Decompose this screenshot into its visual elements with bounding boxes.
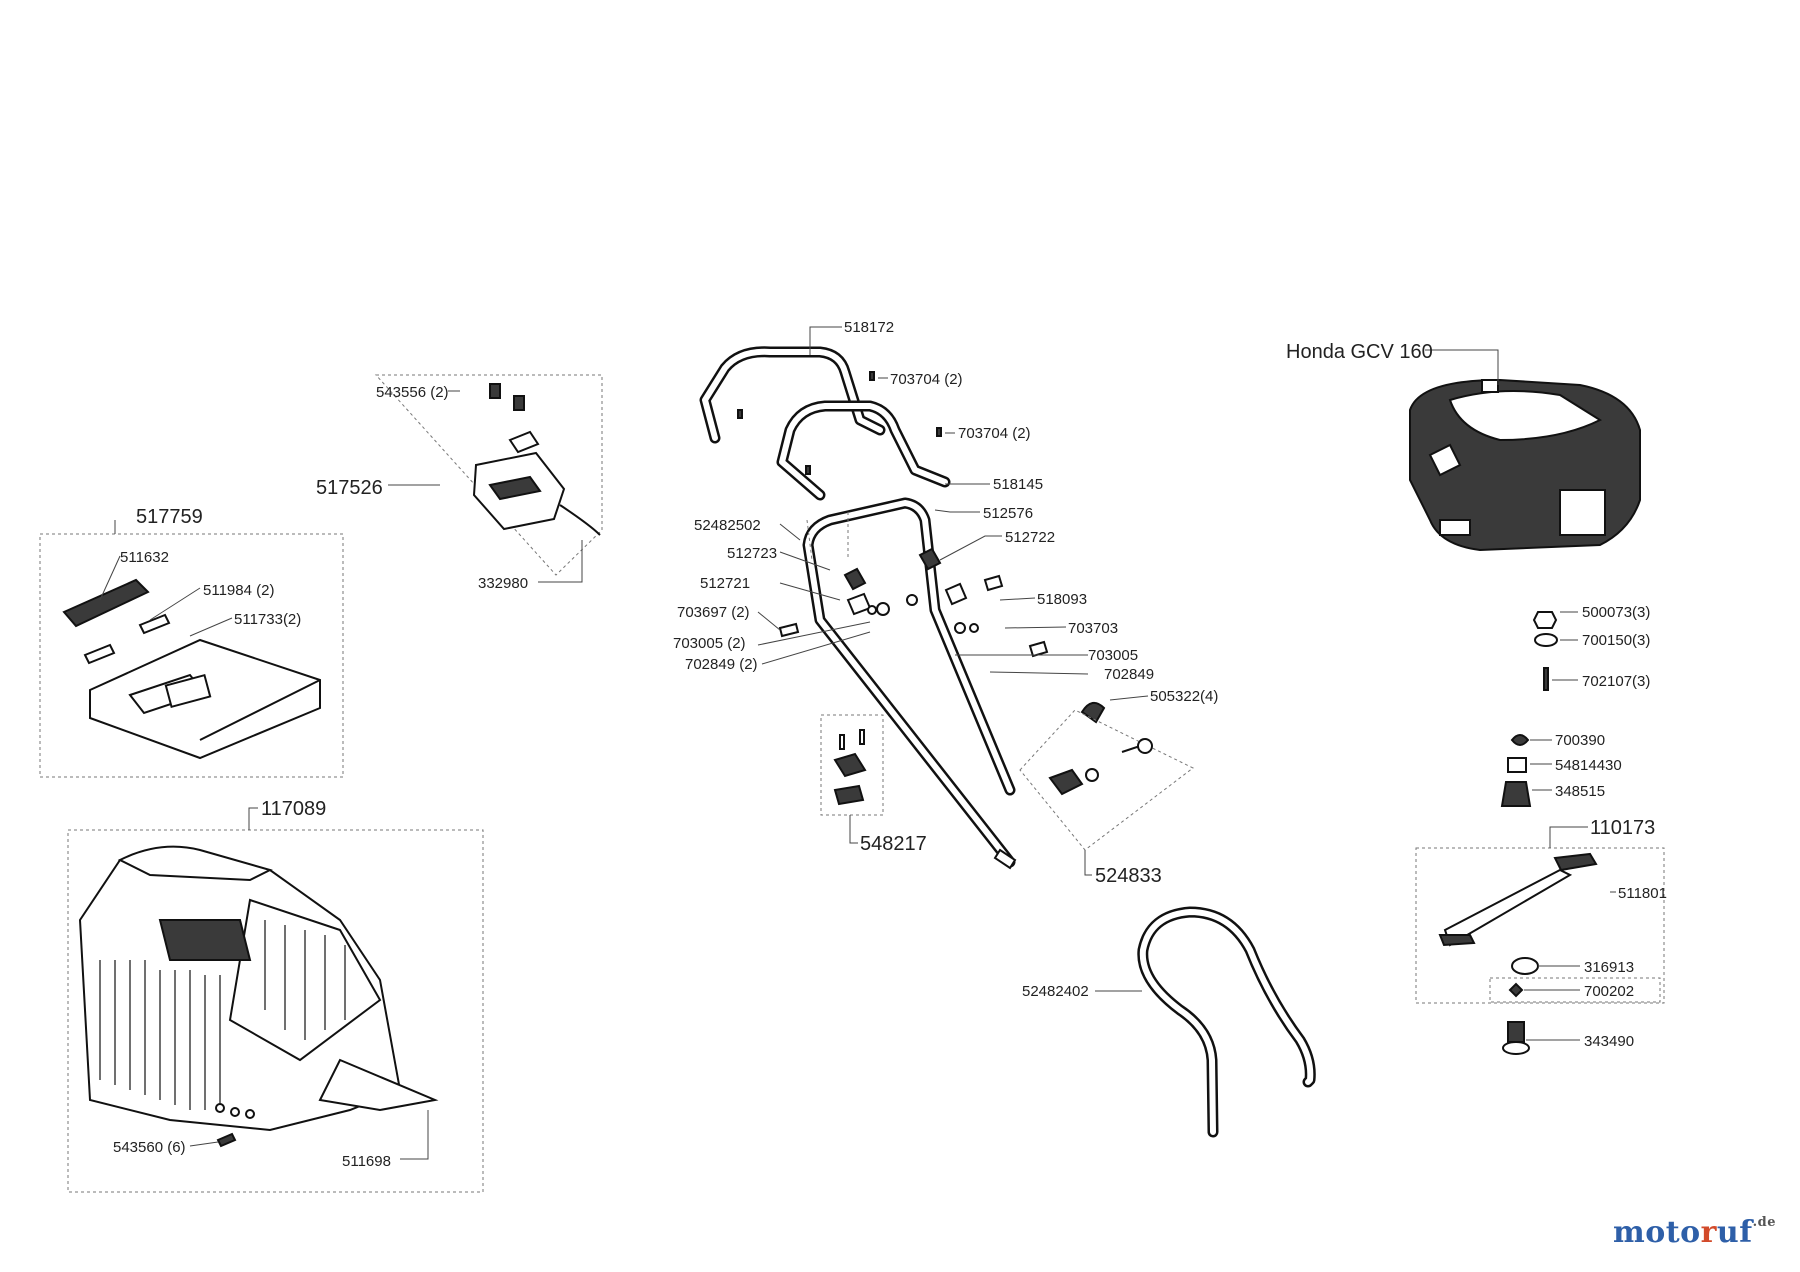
clamp-levers: [778, 547, 1106, 724]
label-703704-b: 703704 (2): [958, 425, 1031, 442]
label-518145: 518145: [993, 476, 1043, 493]
lower-handle-52482402: [1137, 906, 1316, 1138]
label-703005-a: 703005 (2): [673, 635, 746, 652]
label-343490: 343490: [1584, 1033, 1634, 1050]
label-110173: 110173: [1590, 817, 1655, 839]
catcher-cover-517759: [39, 533, 344, 778]
label-512723: 512723: [727, 545, 777, 562]
handle-clamp-kit-548217: [820, 714, 884, 816]
label-52482502: 52482502: [694, 517, 761, 534]
label-543560: 543560 (6): [113, 1139, 186, 1156]
label-512721: 512721: [700, 575, 750, 592]
label-52482402: 52482402: [1022, 983, 1089, 1000]
label-117089: 117089: [261, 798, 326, 820]
part-number-labels: 518172 703704 (2) 703704 (2) 518145 5125…: [113, 319, 1667, 1170]
watermark-part-1: moto: [1612, 1215, 1701, 1250]
label-700202: 700202: [1584, 983, 1634, 1000]
label-703005-b: 703005: [1088, 647, 1138, 664]
label-700390: 700390: [1555, 732, 1605, 749]
label-702849-b: 702849: [1104, 666, 1154, 683]
label-511733: 511733(2): [234, 611, 301, 628]
label-505322: 505322(4): [1150, 688, 1218, 705]
label-54814430: 54814430: [1555, 757, 1622, 774]
label-512722: 512722: [1005, 529, 1055, 546]
label-316913: 316913: [1584, 959, 1634, 976]
watermark-part-3: uf: [1716, 1215, 1753, 1250]
label-518093: 518093: [1037, 591, 1087, 608]
label-348515: 348515: [1555, 783, 1605, 800]
engine-mount-parts: [1500, 611, 1558, 807]
blade-assembly-110173: [1415, 847, 1665, 1055]
label-703697: 703697 (2): [677, 604, 750, 621]
label-702107: 702107(3): [1582, 673, 1650, 690]
leader-lines: [99, 326, 1616, 1160]
dashed-guide-52482502: [806, 512, 849, 561]
handle-bolt-kit-524833: [1019, 709, 1194, 851]
screws-703704: [737, 371, 942, 475]
watermark-logo: motoruf.de: [1613, 1215, 1776, 1250]
lower-handle-frame-518093: [802, 497, 1017, 870]
label-332980: 332980: [478, 575, 528, 592]
label-512576: 512576: [983, 505, 1033, 522]
label-517526: 517526: [316, 477, 383, 499]
label-524833: 524833: [1095, 865, 1162, 887]
label-511632: 511632: [120, 549, 169, 566]
label-548217: 548217: [860, 833, 927, 855]
label-511698: 511698: [342, 1153, 391, 1170]
catcher-grille-hatch: [99, 920, 346, 1110]
watermark-tld: .de: [1752, 1215, 1776, 1230]
label-703703: 703703: [1068, 620, 1118, 637]
grass-catcher-117089: [67, 829, 484, 1193]
label-702849-a: 702849 (2): [685, 656, 758, 673]
throttle-lever-517526: [374, 374, 603, 576]
label-honda-gcv160: Honda GCV 160: [1286, 341, 1433, 363]
label-511984: 511984 (2): [203, 582, 274, 599]
label-517759: 517759: [136, 506, 203, 528]
label-543556: 543556 (2): [376, 384, 449, 401]
upper-handle-bar-518145: [776, 400, 951, 501]
engine-honda-gcv160: [1409, 378, 1641, 552]
watermark-part-2: r: [1700, 1215, 1717, 1250]
label-511801: 511801: [1618, 885, 1667, 902]
label-518172: 518172: [844, 319, 894, 336]
upper-handle-bar-518172: [699, 346, 886, 444]
label-703704-a: 703704 (2): [890, 371, 963, 388]
label-700150: 700150(3): [1582, 632, 1650, 649]
label-500073: 500073(3): [1582, 604, 1650, 621]
